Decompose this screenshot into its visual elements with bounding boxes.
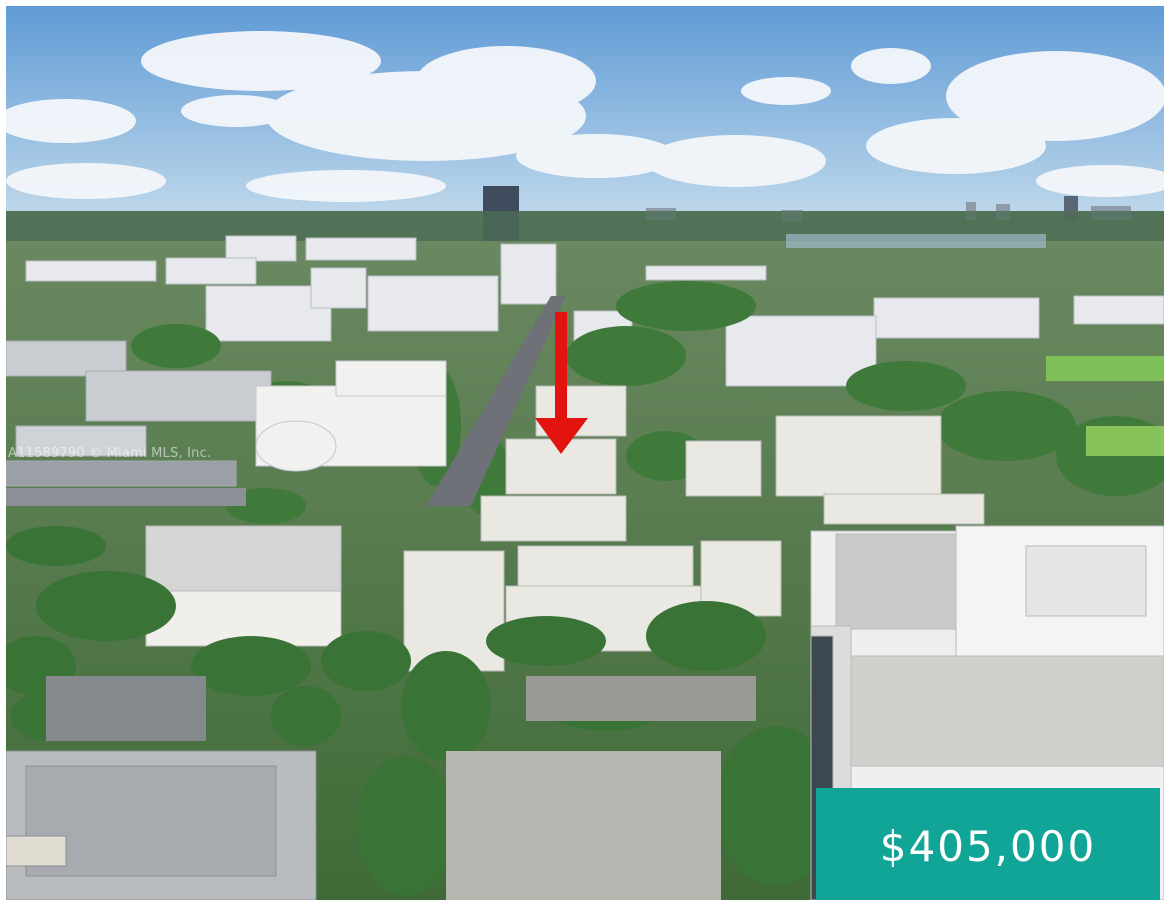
listing-photo-frame: A11589790 © Miami MLS, Inc. $405,000	[6, 6, 1164, 900]
white-office	[255, 360, 447, 472]
left-commercial	[6, 340, 272, 487]
down-arrow-icon	[535, 312, 588, 454]
left-office	[145, 525, 342, 647]
bottom-left-roof	[6, 750, 317, 900]
clouds	[6, 31, 1164, 202]
aerial-photo	[6, 6, 1164, 900]
price-label: $405,000	[879, 821, 1097, 871]
mid-buildings	[25, 235, 1164, 387]
price-badge: $405,000	[816, 788, 1160, 900]
road	[426, 296, 566, 506]
mls-watermark: A11589790 © Miami MLS, Inc.	[8, 446, 212, 461]
